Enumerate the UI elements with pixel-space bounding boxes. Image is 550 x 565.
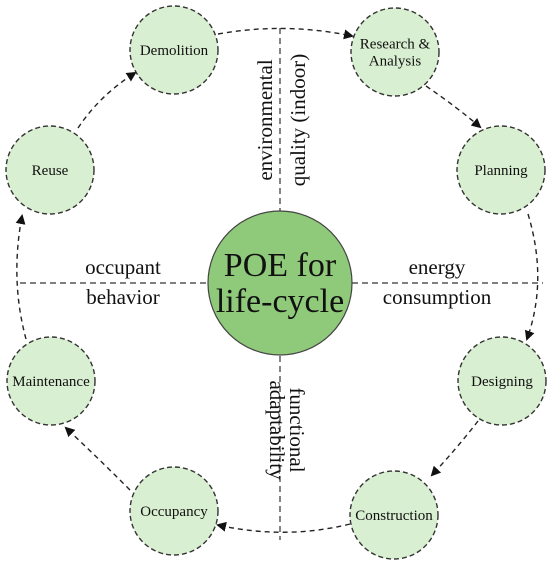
cycle-arrow: [64, 426, 131, 491]
cycle-arrow: [425, 85, 482, 129]
stage-node-demolition: Demolition: [129, 5, 219, 95]
stage-label-demolition: Demolition: [140, 43, 209, 59]
cycle-arrow: [216, 521, 351, 533]
stage-node-occupancy: Occupancy: [129, 466, 219, 556]
axis-left-line2: behavior: [86, 285, 159, 309]
axis-top-line2: quality (indoor): [286, 54, 310, 186]
stage-label-occupancy: Occupancy: [140, 504, 208, 520]
stage-circle-construction: [349, 470, 439, 560]
stage-circle-reuse: [5, 125, 95, 215]
axis-label-bottom-2: functional: [285, 387, 309, 472]
axis-right-line2: consumption: [383, 285, 492, 309]
stage-nodes: Demolition Research &AnalysisPlanningDesi…: [5, 5, 547, 560]
axis-bottom-line2: adaptability: [265, 380, 289, 480]
stage-label-reuse: Reuse: [32, 163, 69, 179]
stage-node-planning: Planning: [456, 125, 546, 215]
stage-circle-demolition: [129, 5, 219, 95]
axis-label-top-2: quality (indoor): [286, 54, 310, 186]
stage-label-research: Research &: [360, 37, 431, 53]
stage-circle-maintenance: [6, 336, 96, 426]
stage-label-planning: Planning: [474, 163, 528, 179]
center-circle: [207, 210, 353, 356]
stage-circle-research: [350, 7, 440, 97]
axis-bottom-line1: functional: [285, 387, 309, 472]
stage-node-construction: Construction: [349, 470, 439, 560]
cycle-arrow: [15, 214, 27, 340]
cycle-arrow: [77, 71, 137, 129]
stage-circle-planning: [456, 125, 546, 215]
stage-label-maintenance: Maintenance: [12, 374, 90, 390]
cycle-arrow: [430, 420, 479, 477]
stage-label-designing: Designing: [471, 374, 533, 390]
axis-left-line1: occupant: [85, 255, 161, 279]
cycle-arrows: [15, 27, 539, 533]
cycle-arrow: [217, 27, 354, 40]
center-label-line2: life-cycle: [216, 283, 344, 320]
axis-label-top: environmental: [253, 59, 277, 180]
stage-node-reuse: Reuse: [5, 125, 95, 215]
axis-top-line1: environmental: [253, 59, 277, 180]
stage-circle-designing: [457, 336, 547, 426]
axis-label-bottom: adaptability: [265, 380, 289, 480]
stage-circle-occupancy: [129, 466, 219, 556]
cycle-arrow: [524, 213, 539, 341]
stage-node-designing: Designing: [457, 336, 547, 426]
stage-node-research: Research &Analysis: [350, 7, 440, 97]
stage-label-construction: Construction: [355, 508, 433, 524]
center-label-line1: POE for: [224, 247, 337, 284]
stage-label-research: Analysis: [369, 54, 422, 70]
axis-right-line1: energy: [409, 255, 466, 279]
stage-node-maintenance: Maintenance: [6, 336, 96, 426]
